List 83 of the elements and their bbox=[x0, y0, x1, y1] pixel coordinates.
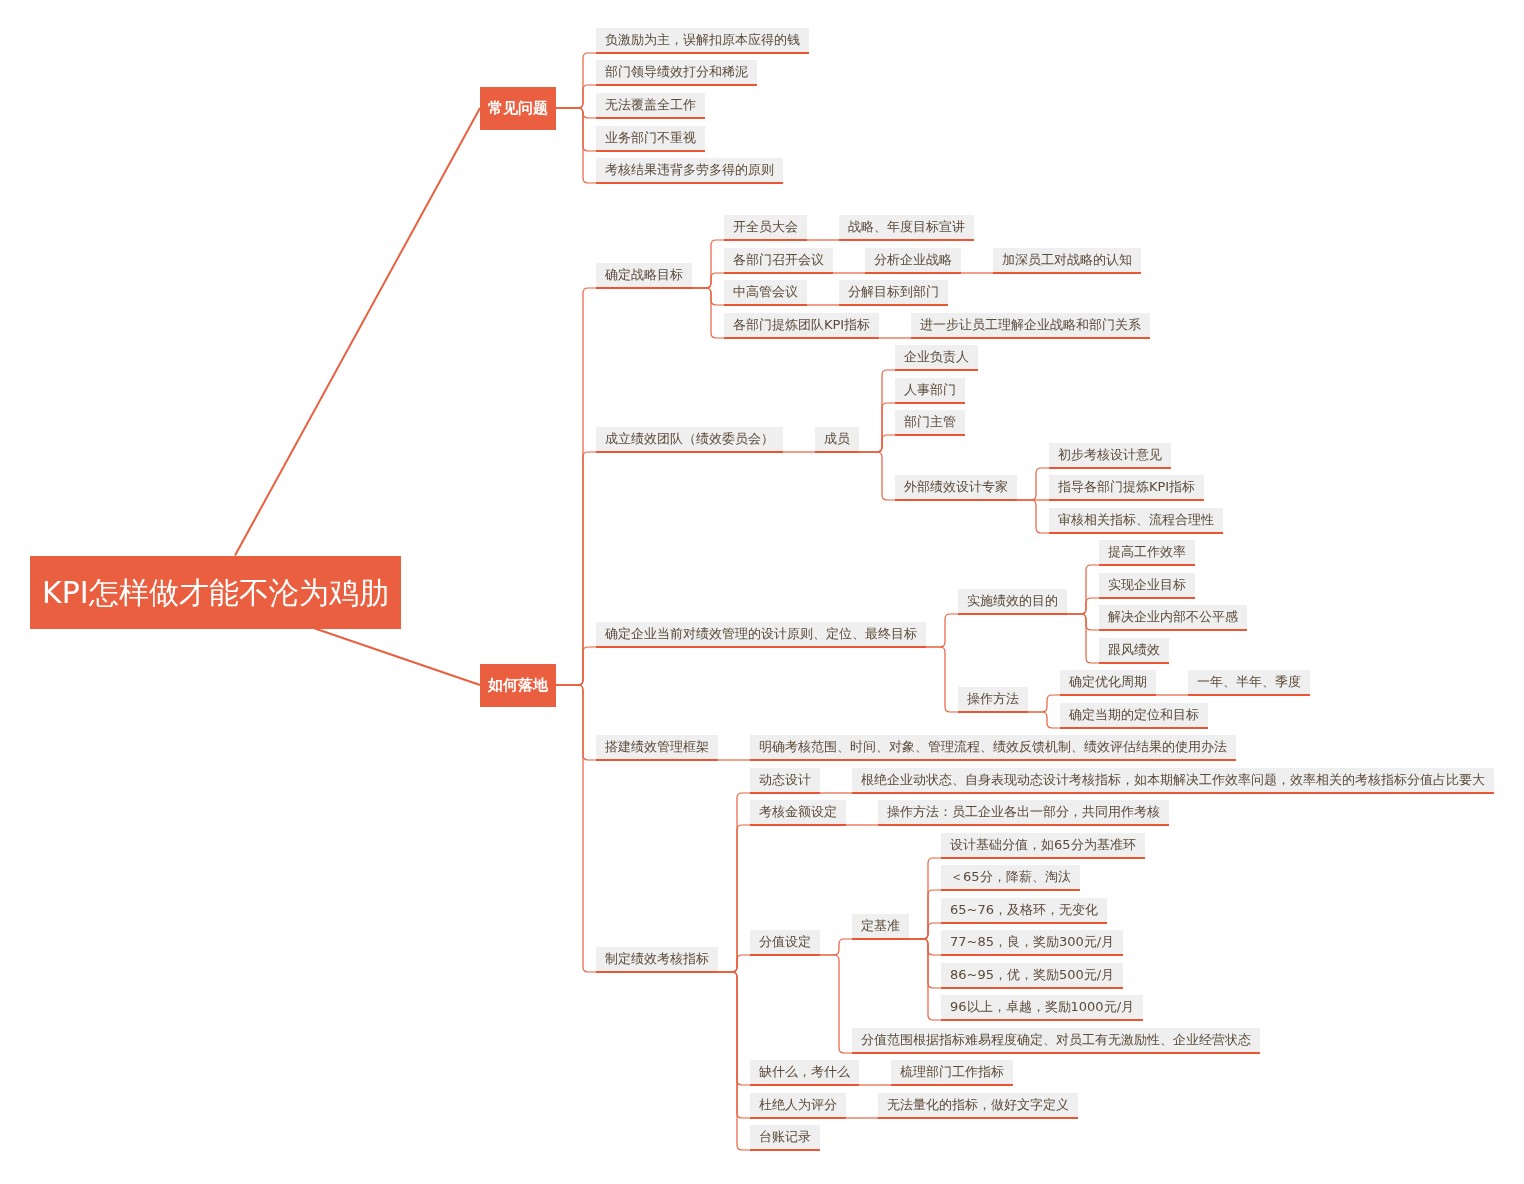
connector-line bbox=[555, 684, 597, 973]
subtopic: 审核相关指标、流程合理性 bbox=[1049, 508, 1223, 534]
subtopic: 成员 bbox=[815, 427, 859, 453]
subtopic: 中高管会议 bbox=[724, 280, 807, 306]
subtopic: 梳理部门工作指标 bbox=[891, 1060, 1013, 1086]
subtopic: 动态设计 bbox=[750, 768, 820, 794]
connector-line bbox=[960, 272, 994, 274]
subtopic: 负激励为主，误解扣原本应得的钱 bbox=[596, 28, 809, 54]
subtopic: 战略、年度目标宣讲 bbox=[839, 215, 974, 241]
subtopic: 缺什么，考什么 bbox=[750, 1060, 859, 1086]
subtopic: 实现企业目标 bbox=[1099, 573, 1195, 599]
connector-line bbox=[858, 451, 896, 501]
subtopic: 无法量化的指标，做好文字定义 bbox=[878, 1093, 1078, 1119]
subtopic: 进一步让员工理解企业战略和部门关系 bbox=[911, 313, 1150, 339]
subtopic: 部门领导绩效打分和稀泥 bbox=[596, 60, 757, 86]
subtopic: 台账记录 bbox=[750, 1125, 820, 1151]
subtopic: 无法覆盖全工作 bbox=[596, 93, 705, 119]
subtopic: 分值范围根据指标难易程度确定、对员工有无激励性、企业经营状态 bbox=[852, 1028, 1260, 1054]
connector-line bbox=[717, 971, 751, 1151]
subtopic: 确定当期的定位和目标 bbox=[1060, 703, 1208, 729]
subtopic: 杜绝人为评分 bbox=[750, 1093, 846, 1119]
subtopic: 一年、半年、季度 bbox=[1188, 670, 1310, 696]
subtopic: 开全员大会 bbox=[724, 215, 807, 241]
subtopic: 86~95，优，奖励500元/月 bbox=[941, 963, 1124, 989]
connector-line bbox=[1066, 613, 1100, 664]
subtopic: 各部门提炼团队KPI指标 bbox=[724, 313, 880, 339]
subtopic: 考核金额设定 bbox=[750, 800, 846, 826]
connector-line bbox=[314, 627, 481, 686]
subtopic: 分值设定 bbox=[750, 930, 820, 956]
subtopic: 确定企业当前对绩效管理的设计原则、定位、最终目标 bbox=[596, 622, 926, 648]
subtopic: 96以上，卓越，奖励1000元/月 bbox=[941, 995, 1143, 1021]
subtopic: 指导各部门提炼KPI指标 bbox=[1049, 475, 1205, 501]
subtopic: 企业负责人 bbox=[895, 345, 978, 371]
connector-line bbox=[925, 646, 959, 713]
connector-line bbox=[717, 759, 751, 761]
connector-line bbox=[1027, 711, 1061, 729]
connector-line bbox=[234, 107, 481, 557]
connector-line bbox=[1016, 499, 1050, 534]
subtopic: 操作方法：员工企业各出一部分，共同用作考核 bbox=[878, 800, 1169, 826]
connector-line bbox=[555, 107, 597, 184]
subtopic: 操作方法 bbox=[958, 687, 1028, 713]
subtopic: 定基准 bbox=[852, 914, 909, 940]
subtopic: ＜65分，降薪、淘汰 bbox=[941, 865, 1080, 891]
connector-line bbox=[806, 239, 840, 241]
subtopic: 确定优化周期 bbox=[1060, 670, 1156, 696]
connector-line bbox=[1155, 694, 1189, 696]
subtopic: 成立绩效团队（绩效委员会） bbox=[596, 427, 783, 453]
subtopic: 分解目标到部门 bbox=[839, 280, 948, 306]
subtopic: 确定战略目标 bbox=[596, 263, 692, 289]
main-topic: 如何落地 bbox=[480, 663, 556, 707]
connector-line bbox=[691, 287, 725, 339]
connector-line bbox=[845, 1117, 879, 1119]
connector-line bbox=[858, 1084, 892, 1086]
subtopic: 加深员工对战略的认知 bbox=[993, 248, 1141, 274]
connector-line bbox=[878, 337, 912, 339]
subtopic: 业务部门不重视 bbox=[596, 126, 705, 152]
connector-line bbox=[908, 938, 942, 1021]
connector-line bbox=[832, 272, 866, 274]
subtopic: 设计基础分值，如65分为基准环 bbox=[941, 833, 1145, 859]
subtopic: 各部门召开会议 bbox=[724, 248, 833, 274]
connector-line bbox=[819, 792, 853, 794]
subtopic: 根绝企业动状态、自身表现动态设计考核指标，如本期解决工作效率问题，效率相关的考核指标分值占比要大 bbox=[852, 768, 1494, 794]
subtopic: 搭建绩效管理框架 bbox=[596, 735, 718, 761]
subtopic: 解决企业内部不公平感 bbox=[1099, 605, 1247, 631]
subtopic: 65~76，及格环，无变化 bbox=[941, 898, 1107, 924]
subtopic: 考核结果违背多劳多得的原则 bbox=[596, 158, 783, 184]
connector-line bbox=[782, 451, 816, 453]
subtopic: 77~85，良，奖励300元/月 bbox=[941, 930, 1124, 956]
connector-line bbox=[819, 954, 853, 1054]
subtopic: 制定绩效考核指标 bbox=[596, 947, 718, 973]
subtopic: 跟风绩效 bbox=[1099, 638, 1169, 664]
subtopic: 实施绩效的目的 bbox=[958, 589, 1067, 615]
connector-line bbox=[806, 304, 840, 306]
subtopic: 提高工作效率 bbox=[1099, 540, 1195, 566]
subtopic: 分析企业战略 bbox=[865, 248, 961, 274]
subtopic: 部门主管 bbox=[895, 410, 965, 436]
subtopic: 明确考核范围、时间、对象、管理流程、绩效反馈机制、绩效评估结果的使用办法 bbox=[750, 735, 1236, 761]
main-topic: 常见问题 bbox=[480, 86, 556, 130]
subtopic: 初步考核设计意见 bbox=[1049, 443, 1171, 469]
central-topic: KPI怎样做才能不沦为鸡肋 bbox=[30, 555, 401, 629]
subtopic: 人事部门 bbox=[895, 378, 965, 404]
connector-line bbox=[845, 824, 879, 826]
subtopic: 外部绩效设计专家 bbox=[895, 475, 1017, 501]
